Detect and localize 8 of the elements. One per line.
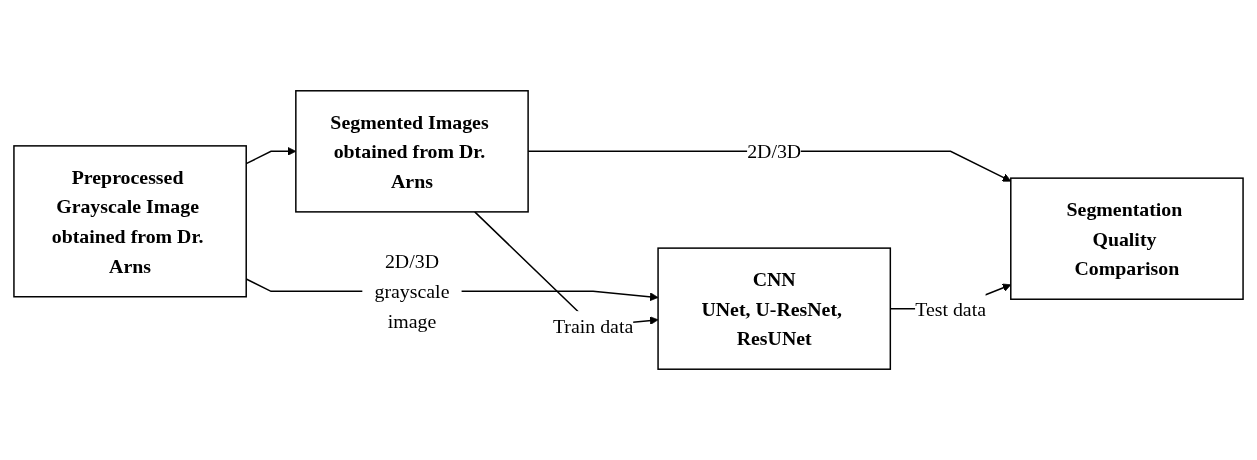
- node-box: Segmentation Quality Comparison: [1010, 177, 1244, 300]
- edge-label: Train data: [552, 315, 634, 337]
- edge-label: 2D/3D: [747, 140, 802, 163]
- node-box: CNN UNet, U-ResNet, ResUNet: [657, 247, 892, 370]
- edge-label: Test data: [915, 297, 986, 320]
- node-box: Segmented Images obtained from Dr. Arns: [295, 90, 529, 213]
- node-box: Preprocessed Grayscale Image obtained from Dr. Arns: [13, 145, 247, 298]
- edge-label: 2D/3D grayscale image: [374, 250, 450, 332]
